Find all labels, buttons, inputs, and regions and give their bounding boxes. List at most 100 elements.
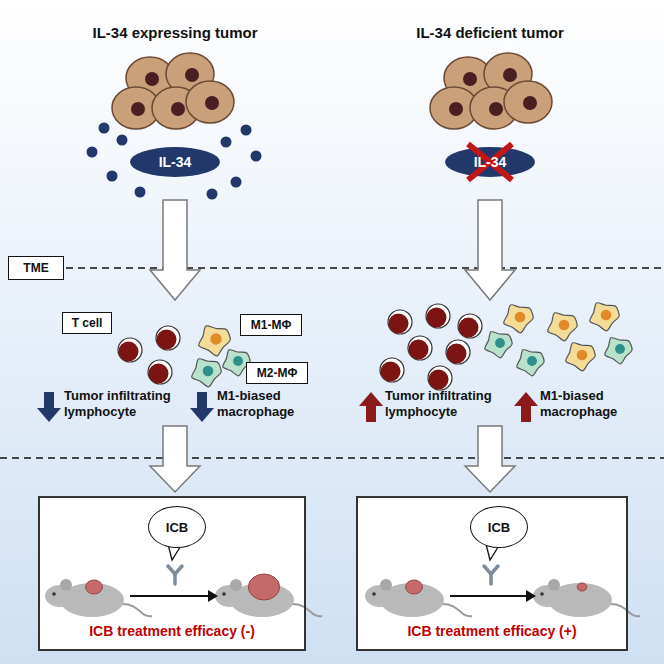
t-cell-membrane [446, 340, 470, 364]
macrophage [605, 338, 632, 364]
macrophage-nucleus [601, 310, 612, 321]
nucleus [171, 102, 185, 116]
tumor-cluster [430, 53, 552, 129]
cross-stroke [468, 144, 512, 180]
nucleus [463, 72, 477, 86]
effect-label: M1-biased macrophage [540, 388, 652, 419]
il34-dot [117, 135, 128, 146]
block-arrow [465, 426, 515, 492]
macrophage-nucleus [527, 356, 537, 366]
t-cell [148, 360, 172, 384]
mouse-tumor [577, 583, 587, 591]
il34-dot [107, 171, 118, 182]
macrophage [548, 313, 577, 341]
effect-label: M1-biased macrophage [217, 388, 329, 419]
speech-bubble: ICB [148, 506, 206, 548]
up-arrow [359, 392, 383, 422]
macrophage [192, 359, 221, 387]
t-cell-membrane [380, 358, 404, 382]
effect-label: Tumor infiltrating lymphocyte [64, 388, 184, 419]
macrophage-body [590, 303, 619, 331]
macrophage-nucleus [233, 356, 243, 366]
cell-legend-box: M1-MΦ [240, 314, 302, 336]
macrophage-nucleus [559, 320, 570, 331]
mouse-tail [610, 604, 640, 616]
node-text: IL-34 [159, 154, 192, 170]
panel-ground [356, 496, 628, 651]
t-cell-membrane [118, 338, 142, 362]
dashed-dividers [0, 268, 664, 458]
block-arrow [465, 200, 515, 300]
il34-dot [251, 151, 262, 162]
mouse-ear [548, 579, 560, 591]
macrophage [504, 305, 533, 333]
dashed-line [66, 267, 664, 269]
t-cell-body [459, 318, 479, 338]
mouse-eye [372, 592, 376, 596]
macrophage [566, 343, 595, 371]
il34-dot [87, 147, 98, 158]
t-cell-body [427, 308, 447, 328]
mouse [45, 579, 152, 617]
t-cell-body [389, 314, 409, 334]
macrophage-body [605, 338, 632, 364]
bubble-tails [168, 544, 500, 560]
tumor-cluster [112, 53, 234, 129]
mouse-ear [230, 579, 242, 591]
antibody-icon [484, 566, 498, 584]
outcome-text: ICB treatment efficacy (-) [89, 623, 255, 639]
t-cell-membrane [388, 310, 412, 334]
white-block-arrows [150, 200, 515, 492]
tme-box: TME [8, 256, 64, 280]
mouse-tail [442, 604, 472, 616]
up-arrow [514, 392, 538, 422]
panel-ground [38, 496, 306, 651]
t-cell-membrane [156, 326, 180, 350]
mouse-eye [52, 592, 56, 596]
arrow-line [450, 595, 528, 597]
t-cell-membrane [426, 304, 450, 328]
mouse [533, 579, 640, 617]
t-cell [428, 366, 452, 390]
mouse-eye [540, 592, 544, 596]
macrophage [590, 303, 619, 331]
nucleus [489, 102, 503, 116]
down-arrow [190, 392, 214, 422]
node-text: M1-MΦ [251, 318, 292, 332]
t-cell [388, 310, 412, 334]
nucleus [523, 96, 537, 110]
nucleus [503, 68, 517, 82]
t-cell [156, 326, 180, 350]
treatment-arrow [450, 566, 536, 602]
nucleus [205, 96, 219, 110]
il34-dot [241, 125, 252, 136]
t-cell-body [429, 370, 449, 390]
node-text: TME [23, 261, 48, 275]
node-text: M2-MΦ [257, 366, 298, 380]
il34-dot [221, 137, 232, 148]
t-cell [458, 314, 482, 338]
t-cell-body [447, 344, 467, 364]
t-cell [380, 358, 404, 382]
dashed-line [0, 457, 664, 459]
t-cell-body [157, 330, 177, 350]
t-cell-membrane [408, 336, 432, 360]
t-cell-membrane [428, 366, 452, 390]
t-cell-membrane [458, 314, 482, 338]
t-cell-membrane [148, 360, 172, 384]
node-text: ICB [488, 520, 510, 535]
nucleus [185, 68, 199, 82]
macrophage-body [485, 332, 512, 358]
arrow-head [208, 590, 218, 602]
cell-legend-box: M2-MΦ [246, 362, 308, 384]
il34-dot [135, 187, 146, 198]
macrophage-nucleus [210, 333, 221, 344]
antibody-arm [491, 566, 498, 574]
il34-ellipse: IL-34 [130, 147, 220, 177]
mouse-tumor [406, 580, 423, 594]
mouse-tail [292, 604, 322, 616]
tumor-cell [186, 81, 234, 123]
treatment-arrow [130, 566, 218, 602]
column-heading: IL-34 expressing tumor [50, 24, 300, 42]
